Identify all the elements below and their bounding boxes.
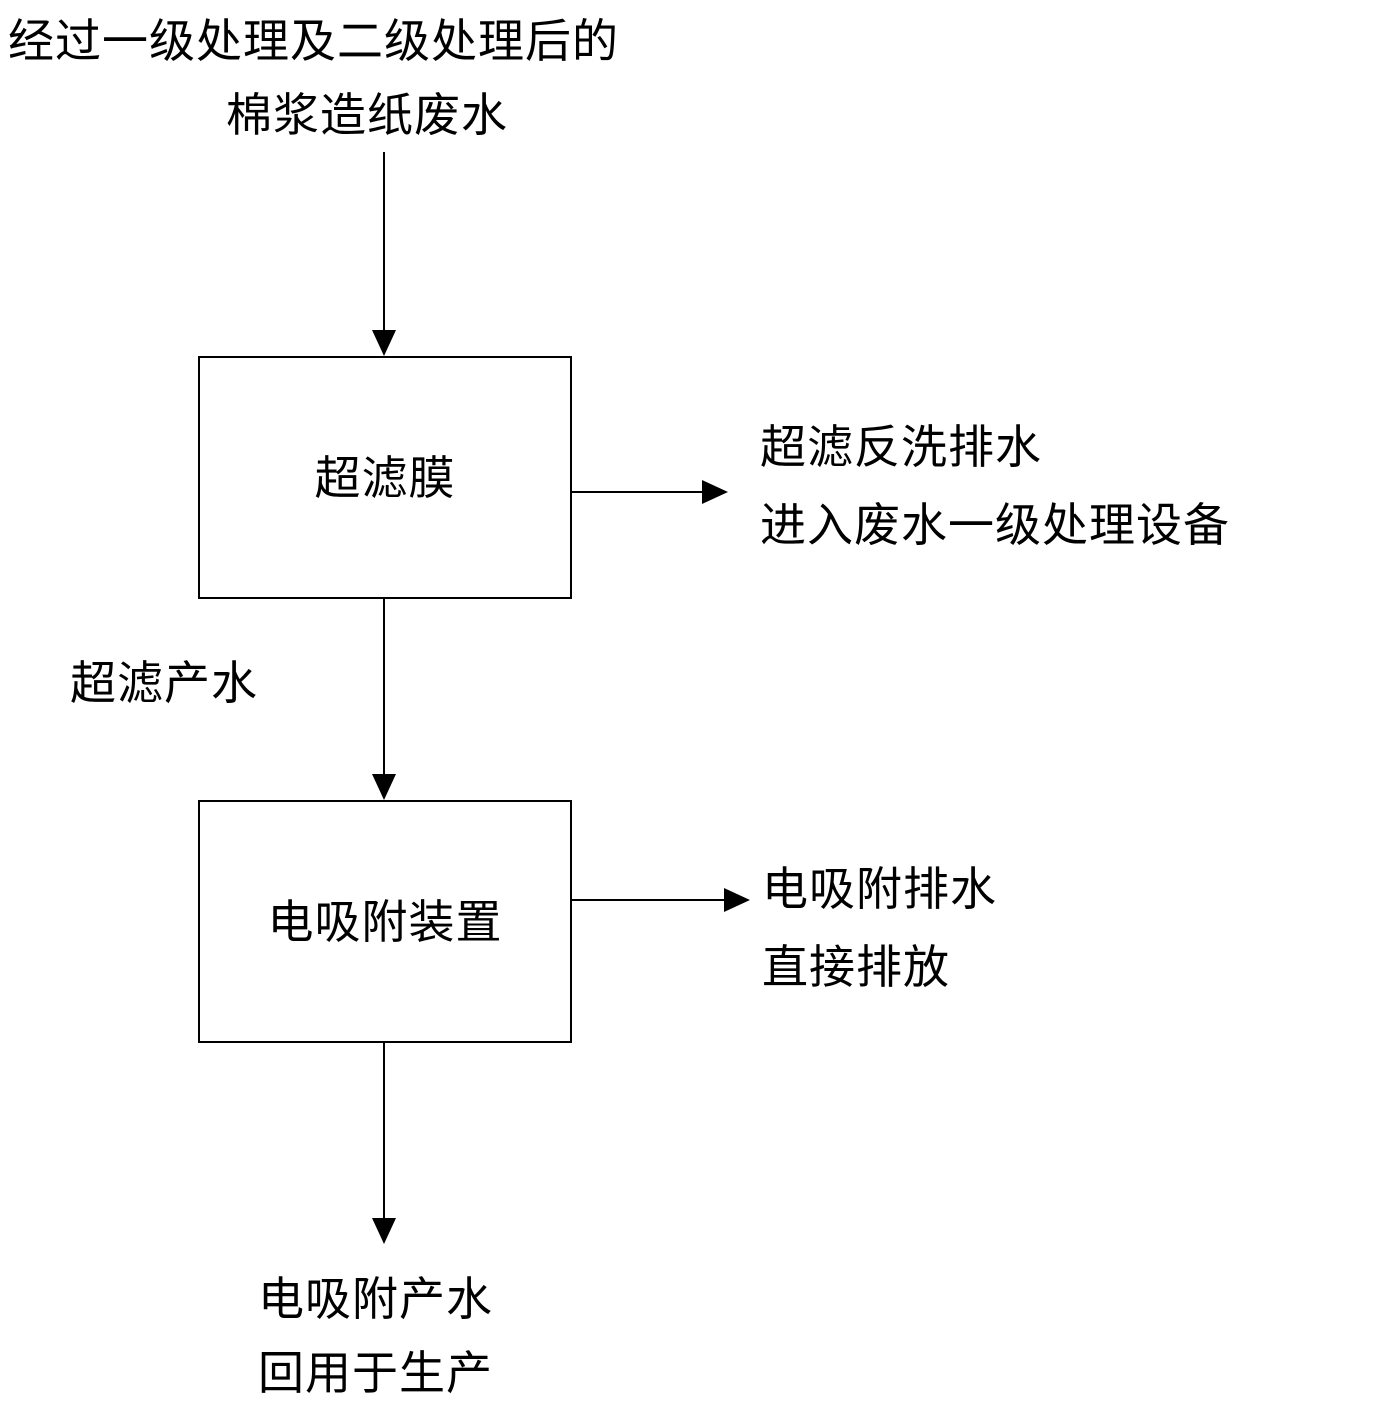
electrosorption-device-box: 电吸附装置	[198, 800, 572, 1043]
eds-product-water-label-line1: 电吸附产水	[258, 1272, 493, 1326]
eds-product-water-label-line2: 回用于生产	[258, 1346, 493, 1400]
uf-backwash-drain-label-line2: 进入废水一级处理设备	[760, 498, 1230, 552]
eds-drain-label-line1: 电吸附排水	[762, 862, 997, 916]
input-label-line1: 经过一级处理及二级处理后的	[8, 14, 619, 68]
arrowhead-eds-to-drain	[724, 888, 750, 912]
uf-product-water-label: 超滤产水	[70, 656, 258, 710]
arrowhead-eds-to-product	[372, 1218, 396, 1244]
arrowhead-input-to-uf	[372, 330, 396, 356]
ultrafiltration-membrane-label: 超滤膜	[314, 450, 456, 505]
arrowhead-uf-to-eds	[372, 774, 396, 800]
uf-backwash-drain-label-line1: 超滤反洗排水	[760, 420, 1042, 474]
input-label-line2: 棉浆造纸废水	[226, 88, 508, 142]
arrowhead-uf-to-backwash	[702, 480, 728, 504]
electrosorption-device-label: 电吸附装置	[267, 894, 503, 949]
ultrafiltration-membrane-box: 超滤膜	[198, 356, 572, 599]
eds-drain-label-line2: 直接排放	[762, 940, 950, 994]
